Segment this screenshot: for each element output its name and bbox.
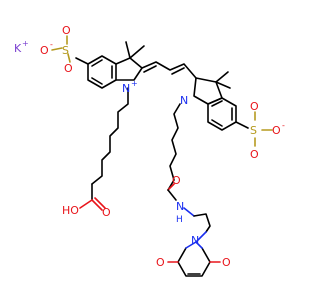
amide-o-label: O: [172, 174, 181, 187]
sulfonate1-s-label: S: [62, 44, 69, 57]
sulfonate2-s-label: S: [250, 124, 257, 137]
methine-bridge: [141, 61, 197, 79]
indole1-n-charge: +: [131, 79, 138, 88]
acid-carbonyl-bond-double: [94, 197, 106, 209]
acid-oh-label: HO: [62, 204, 79, 217]
sulfonate1-o-left-bond: [51, 47, 63, 51]
sulfonate1-neg-charge: -: [50, 40, 53, 49]
potassium-charge: +: [22, 39, 29, 48]
ethyl-linker: [193, 213, 211, 233]
indole-ring-2: [167, 71, 237, 191]
molecule-structure: K + S O O - O N + O HO N S O O O - O N H…: [14, 24, 285, 277]
amide-h-label: H: [176, 215, 183, 225]
maleimide-n-label: N: [191, 234, 199, 247]
acid-carbonyl-bond: [91, 199, 103, 211]
maleimide-o-left: O: [156, 256, 165, 269]
amide-n-bond: [183, 207, 195, 217]
sulfonate1-attach-bond: [75, 57, 89, 65]
indole-ring-1: [87, 41, 145, 201]
maleimide-ring: [177, 247, 211, 277]
amide-cn-bond: [167, 189, 177, 201]
sulfonate2-neg-charge: -: [282, 121, 285, 130]
sulfonate1-o-down-bond: [67, 53, 71, 63]
sulfonate2-attach-bond: [235, 121, 249, 129]
acid-o-label: O: [102, 206, 111, 219]
sulfonate2-o-top: O: [250, 100, 259, 113]
potassium-label: K: [14, 42, 22, 55]
maleimide-o-right: O: [222, 256, 231, 269]
sulfonate1-o-neg: O: [40, 44, 49, 57]
sulfonate1-o-top: O: [62, 24, 71, 37]
acid-oh-bond: [79, 199, 93, 209]
indole1-n-label: N: [122, 82, 130, 95]
sulfonate1-o-left: O: [64, 62, 73, 75]
sulfonate2-o-neg: O: [272, 124, 281, 137]
maleimide-n-linker: [195, 231, 207, 243]
amide-carbonyl-bond: [167, 183, 175, 191]
amide-n-label: N: [176, 200, 184, 213]
indole2-n-label: N: [180, 94, 188, 107]
sulfonate2-o-bottom: O: [250, 148, 259, 161]
